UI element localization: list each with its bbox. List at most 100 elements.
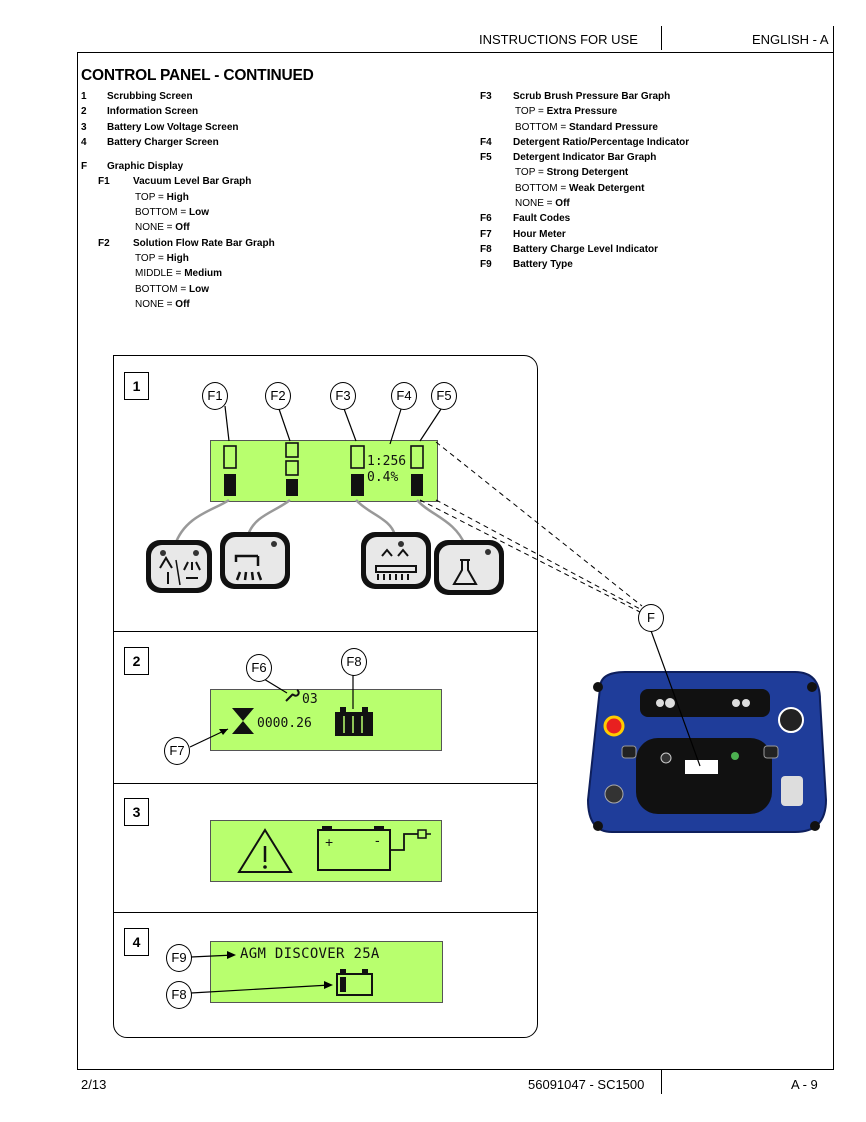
legend-key: F2: [98, 237, 110, 249]
battery-full-icon: [335, 707, 373, 736]
page-title: CONTROL PANEL - CONTINUED: [81, 67, 314, 84]
detergent-percent: 0.4%: [367, 470, 399, 485]
brush-pressure-bar-graph: [350, 445, 365, 496]
legend-value-key: TOP =: [135, 252, 167, 264]
callout-f8: F8: [341, 648, 367, 676]
footer-date: 2/13: [81, 1077, 107, 1092]
header-section: INSTRUCTIONS FOR USE: [479, 32, 638, 47]
footer-rule: [78, 1069, 834, 1070]
legend-label: Hour Meter: [513, 228, 566, 240]
callout-f8-charger: F8: [166, 981, 192, 1009]
panel-number-3: 3: [124, 798, 149, 826]
footer-doc: 56091047 - SC1500: [528, 1077, 645, 1092]
legend-value: High: [166, 191, 189, 203]
legend-value: Low: [189, 207, 209, 219]
legend-value: Strong Detergent: [546, 167, 629, 179]
left-border: [77, 52, 78, 1070]
legend-value-key: NONE =: [135, 298, 176, 310]
legend-key: F4: [480, 136, 492, 148]
legend-key: F: [81, 161, 88, 173]
legend-value-key: TOP =: [135, 191, 167, 203]
legend-key: 1: [81, 91, 87, 102]
panel-number-4: 4: [124, 928, 149, 956]
warning-icon: [237, 828, 293, 873]
callout-f5: F5: [431, 382, 457, 410]
legend-value-key: BOTTOM =: [515, 182, 569, 194]
battery-empty-icon: [317, 826, 431, 871]
footer-divider: [661, 1070, 662, 1094]
detergent-bar-graph: [410, 445, 424, 496]
legend-value-key: TOP =: [515, 106, 547, 118]
legend-label: Battery Type: [513, 259, 573, 271]
callout-f4: F4: [391, 382, 417, 410]
hourglass-icon: [232, 708, 254, 734]
battery-charger-screen-lcd: [210, 941, 443, 1003]
legend-value-key: MIDDLE =: [135, 268, 185, 280]
callout-f3: F3: [330, 382, 356, 410]
legend-key: F7: [480, 228, 492, 240]
fault-code: 03: [302, 692, 318, 707]
right-border: [833, 26, 834, 1070]
legend-value-key: BOTTOM =: [135, 207, 189, 219]
legend-value-key: BOTTOM =: [135, 283, 189, 295]
legend-value: Weak Detergent: [569, 182, 645, 194]
control-panel-image: [586, 671, 828, 833]
header-rule: [78, 52, 834, 53]
legend-key: F1: [98, 176, 110, 188]
legend-key: F3: [480, 91, 492, 102]
hour-meter: 0000.26: [257, 716, 312, 731]
wrench-icon: [285, 689, 300, 702]
legend-value: Extra Pressure: [546, 106, 618, 118]
legend-label: Information Screen: [107, 106, 199, 118]
footer-page: A - 9: [791, 1077, 818, 1092]
legend-value: High: [166, 252, 189, 264]
callout-f7: F7: [164, 737, 190, 765]
callout-f2: F2: [265, 382, 291, 410]
panel-divider: [113, 631, 537, 632]
legend-label: Battery Charge Level Indicator: [513, 243, 659, 255]
legend-label: Detergent Ratio/Percentage Indicator: [513, 136, 690, 148]
legend-key: F8: [480, 243, 492, 255]
legend-value: Low: [189, 283, 209, 295]
panel-number-1: 1: [124, 372, 149, 400]
callout-f9: F9: [166, 944, 192, 972]
battery-type-text: AGM DISCOVER 25A: [240, 946, 380, 962]
legend-key: F9: [480, 259, 492, 271]
panel-divider: [113, 912, 537, 913]
legend-label: Solution Flow Rate Bar Graph: [133, 237, 275, 249]
legend-key: F5: [480, 152, 492, 164]
legend-label: Graphic Display: [107, 161, 184, 173]
legend-value: Standard Pressure: [569, 121, 658, 133]
legend-value-key: NONE =: [135, 222, 176, 234]
legend-key: 3: [81, 121, 87, 133]
legend-key: 4: [81, 136, 87, 148]
vacuum-bar-graph: [223, 445, 237, 496]
battery-minus: -: [375, 832, 380, 848]
vacuum-button: [146, 540, 212, 593]
solution-bar-graph: [285, 442, 299, 496]
legend-label: Scrub Brush Pressure Bar Graph: [513, 91, 671, 102]
legend-label: Detergent Indicator Bar Graph: [513, 152, 657, 164]
legend-value: Off: [175, 222, 190, 234]
callout-f: F: [638, 604, 664, 632]
legend-label: Scrubbing Screen: [107, 91, 193, 102]
legend-right: F3 Scrub Brush Pressure Bar Graph TOP = E…: [480, 89, 820, 273]
callout-f1: F1: [202, 382, 228, 410]
panel-divider: [113, 783, 537, 784]
detergent-button: [434, 540, 504, 595]
information-screen-lcd: [210, 689, 442, 751]
legend-label: Battery Low Voltage Screen: [107, 121, 239, 133]
legend-value-key: BOTTOM =: [515, 121, 569, 133]
scrubbing-screen-lcd: [210, 440, 438, 502]
legend-value-key: NONE =: [515, 198, 556, 210]
solution-button: [220, 532, 290, 589]
brush-pressure-button: [361, 532, 431, 589]
legend-value: Off: [175, 298, 190, 310]
legend-key: F6: [480, 213, 492, 225]
battery-charge-icon: [336, 969, 373, 996]
detergent-ratio: 1:256: [367, 454, 407, 469]
panel-number-2: 2: [124, 647, 149, 675]
callout-f6: F6: [246, 654, 272, 682]
